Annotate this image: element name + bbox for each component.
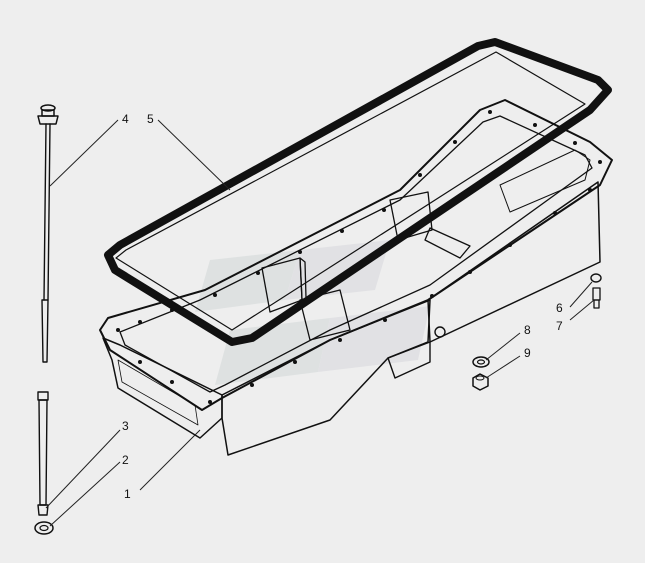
flange-holes bbox=[116, 110, 602, 404]
leader-lines bbox=[45, 119, 595, 527]
drain-plug bbox=[472, 373, 489, 391]
dipstick bbox=[37, 104, 59, 363]
callout-6: 6 bbox=[556, 301, 563, 315]
bolt bbox=[592, 287, 601, 309]
callout-4: 4 bbox=[122, 112, 129, 126]
gasket bbox=[104, 38, 612, 346]
plug-washer bbox=[472, 356, 490, 368]
callout-1: 1 bbox=[124, 487, 131, 501]
oil-pan bbox=[99, 99, 613, 456]
callout-7: 7 bbox=[556, 319, 563, 333]
washer bbox=[34, 521, 54, 535]
callout-8: 8 bbox=[524, 323, 531, 337]
dipstick-tube bbox=[37, 391, 49, 516]
nut-washer bbox=[590, 273, 602, 283]
callout-3: 3 bbox=[122, 419, 129, 433]
callout-9: 9 bbox=[524, 346, 531, 360]
callout-5: 5 bbox=[147, 112, 154, 126]
callout-2: 2 bbox=[122, 453, 129, 467]
callouts: 1 2 3 4 5 6 7 8 9 bbox=[122, 112, 563, 501]
